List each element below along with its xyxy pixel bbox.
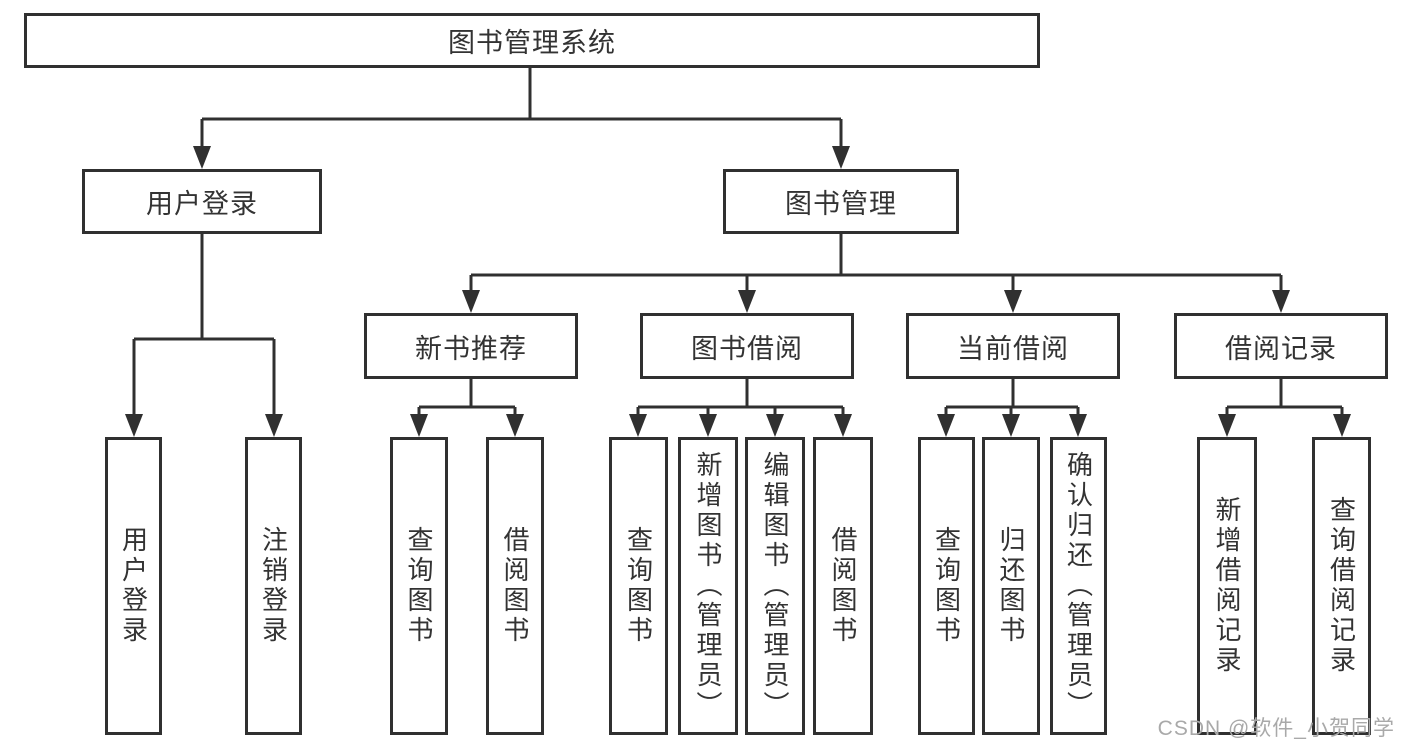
leaf-cb-return-books: 归还图书	[982, 437, 1040, 735]
leaf-bb-edit-books-admin: 编辑图书（管理员）	[745, 437, 805, 735]
leaf-logout: 注销登录	[245, 437, 302, 735]
node-current-borrow: 当前借阅	[906, 313, 1120, 379]
leaf-nb-query-books: 查询图书	[390, 437, 448, 735]
node-book-borrow: 图书借阅	[640, 313, 854, 379]
leaf-nb-borrow-books: 借阅图书	[486, 437, 544, 735]
leaf-cb-query-books: 查询图书	[918, 437, 975, 735]
node-book-management: 图书管理	[723, 169, 959, 234]
leaf-cb-confirm-return-admin: 确认归还（管理员）	[1050, 437, 1107, 735]
node-new-book-recommend: 新书推荐	[364, 313, 578, 379]
leaf-br-add-record: 新增借阅记录	[1197, 437, 1257, 735]
csdn-watermark: CSDN @软件_小贺同学	[1157, 717, 1395, 740]
node-borrow-records: 借阅记录	[1174, 313, 1388, 379]
leaf-bb-borrow-books: 借阅图书	[813, 437, 873, 735]
node-root: 图书管理系统	[24, 13, 1040, 68]
leaf-bb-query-books: 查询图书	[609, 437, 668, 735]
leaf-bb-add-books-admin: 新增图书（管理员）	[678, 437, 738, 735]
node-user-login: 用户登录	[82, 169, 322, 234]
leaf-user-login: 用户登录	[105, 437, 162, 735]
leaf-br-query-record: 查询借阅记录	[1312, 437, 1371, 735]
